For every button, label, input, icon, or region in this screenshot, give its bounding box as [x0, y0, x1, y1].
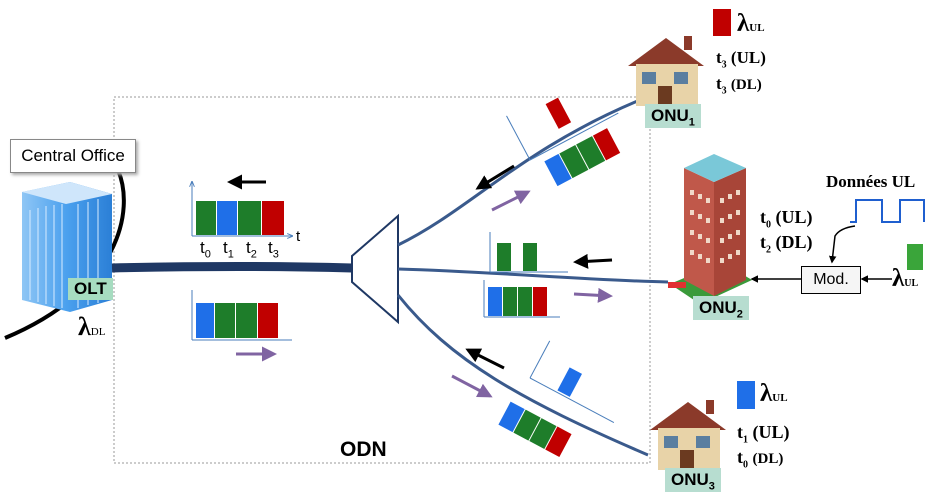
tick-t3: t3: [268, 238, 279, 261]
onu1-down-green2: [576, 136, 606, 170]
onu3-time-ul: t1 (UL): [737, 422, 790, 446]
lambda-dl-label: λDL: [78, 312, 106, 341]
tower-onu2-icon: [668, 154, 752, 304]
lambda-ul-red-swatch: [713, 9, 731, 36]
down-slot-green-2: [236, 303, 257, 338]
olt-upstream-frame: [192, 174, 292, 236]
onu3-down-blue: [498, 401, 525, 433]
onu2-time-dl: t2 (DL): [760, 232, 813, 256]
onu1-time-dl: t3 (DL): [716, 74, 762, 97]
branch-fiber-onu1: [397, 98, 641, 247]
onu3-down-green2: [529, 418, 557, 450]
onu2-up-green1: [497, 243, 511, 271]
onu3-up-arrow: [465, 348, 505, 370]
lambda-ul-green-swatch: [907, 244, 923, 270]
data-to-mod-arrow: [828, 225, 856, 264]
tick-t2: t2: [246, 238, 257, 261]
slot-t3: [262, 201, 284, 235]
onu2-up-green2: [523, 243, 537, 271]
onu1-time-ul: t3 (UL): [716, 48, 766, 71]
donnees-ul-waveform: [850, 199, 925, 223]
slot-t2: [238, 201, 261, 235]
onu1-up-red: [545, 97, 572, 129]
splitter: [351, 213, 399, 325]
onu1-down-green1: [559, 144, 589, 179]
olt-label: OLT: [68, 278, 113, 300]
onu2-down-blue: [488, 287, 502, 316]
onu1-lambda-ul: λUL: [737, 10, 765, 37]
onu1-down-arrow: [491, 190, 531, 212]
slot-t0: [196, 201, 216, 235]
onu1-frames: [506, 97, 621, 187]
modulator-box: Mod.: [801, 266, 861, 294]
house-onu3-icon: [650, 400, 726, 470]
onu3-down-red: [545, 426, 572, 458]
onu2-time-ul: t0 (UL): [760, 207, 813, 231]
tick-t1: t1: [223, 238, 234, 261]
onu3-down-green1: [513, 409, 541, 441]
onu2-frames: [483, 232, 568, 318]
onu2-down-green2: [518, 287, 532, 316]
odn-label: ODN: [340, 438, 387, 461]
onu3-label: ONU3: [665, 468, 721, 493]
onu1-down-red: [592, 128, 621, 161]
branch-fiber-onu3: [396, 294, 649, 457]
onu1-label: ONU1: [645, 104, 701, 129]
onu2-lambda-ul: λUL: [892, 265, 919, 292]
onu1-down-blue: [544, 153, 572, 187]
house-onu1-icon: [628, 36, 704, 106]
odn-boundary: [113, 96, 651, 464]
onu3-down-arrow: [451, 374, 493, 398]
olt-downstream-frame: [191, 290, 292, 362]
t-axis-label: t: [296, 228, 301, 245]
central-office-label: Central Office: [10, 139, 136, 173]
onu2-up-arrow: [573, 253, 613, 269]
onu2-down-green1: [503, 287, 517, 316]
slot-t1: [217, 201, 237, 235]
down-slot-blue: [196, 303, 214, 338]
onu3-time-dl: t0 (DL): [737, 447, 784, 471]
tick-t0: t0: [200, 238, 211, 261]
onu2-label: ONU2: [693, 296, 749, 321]
trunk-fiber: [111, 262, 353, 273]
onu3-up-blue: [557, 367, 582, 397]
down-slot-red: [258, 303, 278, 338]
onu3-lambda-ul: λUL: [760, 380, 788, 407]
down-slot-green-1: [215, 303, 235, 338]
onu2-down-arrow: [573, 287, 613, 303]
onu3-frames: [498, 340, 615, 458]
onu1-up-arrow: [475, 164, 515, 190]
donnees-ul-label: Données UL: [826, 172, 916, 191]
lambda-ul-blue-swatch: [737, 381, 755, 409]
branch-fiber-onu2: [397, 267, 669, 284]
onu2-down-red: [533, 287, 547, 316]
